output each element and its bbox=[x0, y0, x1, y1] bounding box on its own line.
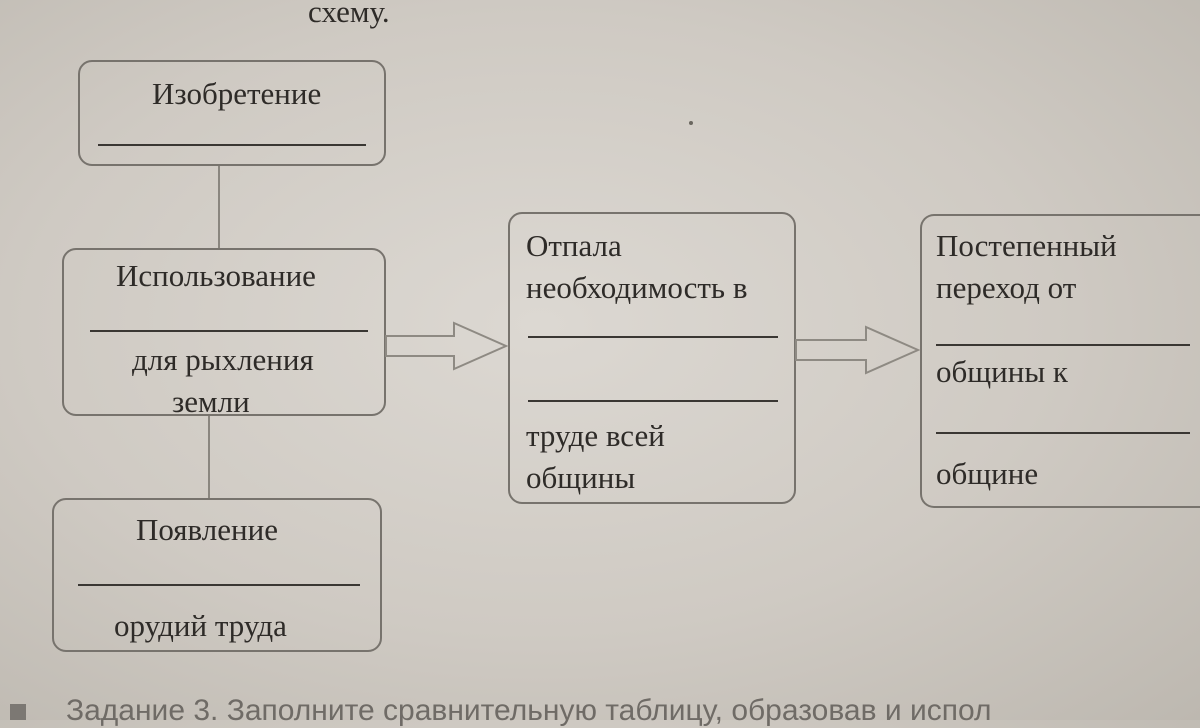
need-label-4: общины bbox=[526, 460, 636, 495]
box-invention: Изобретение bbox=[78, 60, 386, 166]
arrow-right-icon bbox=[385, 321, 509, 371]
appearance-label: Появление bbox=[136, 512, 278, 547]
need-label-3: труде всей bbox=[526, 418, 665, 453]
usage-label-2: для рыхления bbox=[132, 342, 314, 377]
need-blank-2 bbox=[528, 400, 778, 402]
need-label-2: необходимость в bbox=[526, 270, 748, 305]
footer-text: Задание 3. Заполните сравнительную табли… bbox=[66, 694, 992, 727]
transition-blank-2 bbox=[936, 432, 1190, 434]
usage-label-3: земли bbox=[172, 384, 250, 419]
connector-line-bottom bbox=[208, 414, 210, 500]
appearance-label-2: орудий труда bbox=[114, 608, 287, 643]
transition-label-3: общины к bbox=[936, 354, 1068, 389]
transition-label: Постепенный bbox=[936, 228, 1117, 263]
invention-label: Изобретение bbox=[152, 76, 322, 111]
box-transition: Постепенный переход от общины к общине bbox=[920, 214, 1200, 508]
transition-label-2: переход от bbox=[936, 270, 1077, 305]
usage-label: Использование bbox=[116, 258, 316, 293]
page-dot bbox=[689, 121, 693, 125]
footer-fragment: Задание 3. Заполните сравнительную табли… bbox=[10, 694, 992, 728]
appearance-blank bbox=[78, 584, 360, 586]
usage-blank bbox=[90, 330, 368, 332]
header-fragment: схему. bbox=[308, 0, 390, 29]
invention-blank bbox=[98, 144, 366, 146]
box-usage: Использование для рыхления земли bbox=[62, 248, 386, 419]
need-label: Отпала bbox=[526, 228, 622, 263]
connector-line-top bbox=[218, 164, 220, 250]
square-bullet-icon bbox=[10, 704, 26, 721]
box-appearance: Появление орудий труда bbox=[52, 498, 382, 652]
arrow-right-icon bbox=[795, 325, 921, 375]
box-need: Отпала необходимость в труде всей общины bbox=[508, 212, 796, 504]
transition-label-4: общине bbox=[936, 456, 1039, 491]
transition-blank-1 bbox=[936, 344, 1190, 346]
need-blank-1 bbox=[528, 336, 778, 338]
